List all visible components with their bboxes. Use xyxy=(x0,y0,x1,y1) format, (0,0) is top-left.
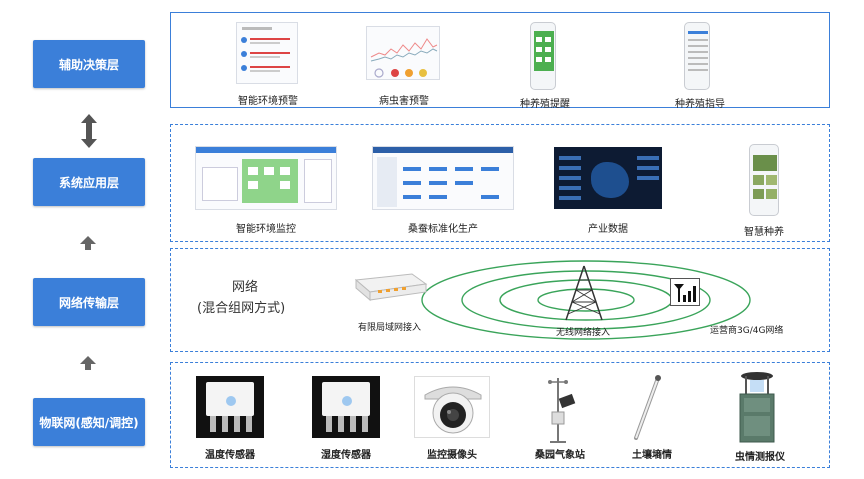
arrow-up-icon xyxy=(80,236,96,250)
layer-iot-button[interactable]: 物联网(感知/调控) xyxy=(33,398,145,446)
layer-application-button[interactable]: 系统应用层 xyxy=(33,158,145,206)
cellular-signal-icon xyxy=(670,278,700,306)
humidity-sensor-image xyxy=(312,376,380,438)
soil-moisture-probe-icon xyxy=(634,375,661,440)
decision-panel xyxy=(170,12,830,108)
decision-item-label: 病虫害预警 xyxy=(379,96,429,107)
application-panel xyxy=(170,124,830,242)
layer-decision-button[interactable]: 辅助决策层 xyxy=(33,40,145,88)
network-subtitle: (混合组网方式) xyxy=(197,301,286,316)
pest-monitor-icon xyxy=(739,372,775,443)
wireless-access-label: 无线网络接入 xyxy=(556,328,611,338)
environment-monitor-screenshot xyxy=(195,146,337,210)
planting-reminder-phone xyxy=(530,22,556,90)
double-arrow-icon xyxy=(81,114,97,148)
network-panel xyxy=(170,248,830,352)
iot-item-label: 监控摄像头 xyxy=(427,450,477,461)
tower-icon xyxy=(565,265,603,321)
iot-item-label: 湿度传感器 xyxy=(321,450,371,461)
iot-item-label: 土壤墒情 xyxy=(632,450,672,461)
iot-item-label: 桑园气象站 xyxy=(535,450,585,461)
decision-item-label: 种养殖指导 xyxy=(675,99,725,110)
temperature-sensor-image xyxy=(196,376,264,438)
application-item-label: 智慧种养 xyxy=(744,227,784,238)
application-item-label: 智能环境监控 xyxy=(236,224,296,235)
iot-item-label: 虫情测报仪 xyxy=(735,452,785,463)
wired-access-label: 有限局域网接入 xyxy=(358,323,422,333)
decision-item-label: 种养殖提醒 xyxy=(520,99,570,110)
pest-warning-screenshot xyxy=(366,26,440,80)
carrier-network-label: 运营商3G/4G网络 xyxy=(710,326,784,336)
iot-item-label: 温度传感器 xyxy=(205,450,255,461)
planting-guide-phone xyxy=(684,22,710,90)
application-item-label: 桑蚕标准化生产 xyxy=(408,224,478,235)
router-icon xyxy=(354,273,428,302)
weather-station-icon xyxy=(548,378,576,443)
decision-item-label: 智能环境预警 xyxy=(238,96,298,107)
standard-production-screenshot xyxy=(372,146,514,210)
smart-farming-phone xyxy=(749,144,779,216)
arrow-up-icon xyxy=(80,356,96,370)
network-title: 网络 xyxy=(232,280,259,295)
camera-image xyxy=(414,376,490,438)
application-item-label: 产业数据 xyxy=(588,224,628,235)
environment-warning-screenshot xyxy=(236,22,298,84)
industry-data-screenshot xyxy=(554,147,662,209)
layer-network-button[interactable]: 网络传输层 xyxy=(33,278,145,326)
iot-panel xyxy=(170,362,830,468)
